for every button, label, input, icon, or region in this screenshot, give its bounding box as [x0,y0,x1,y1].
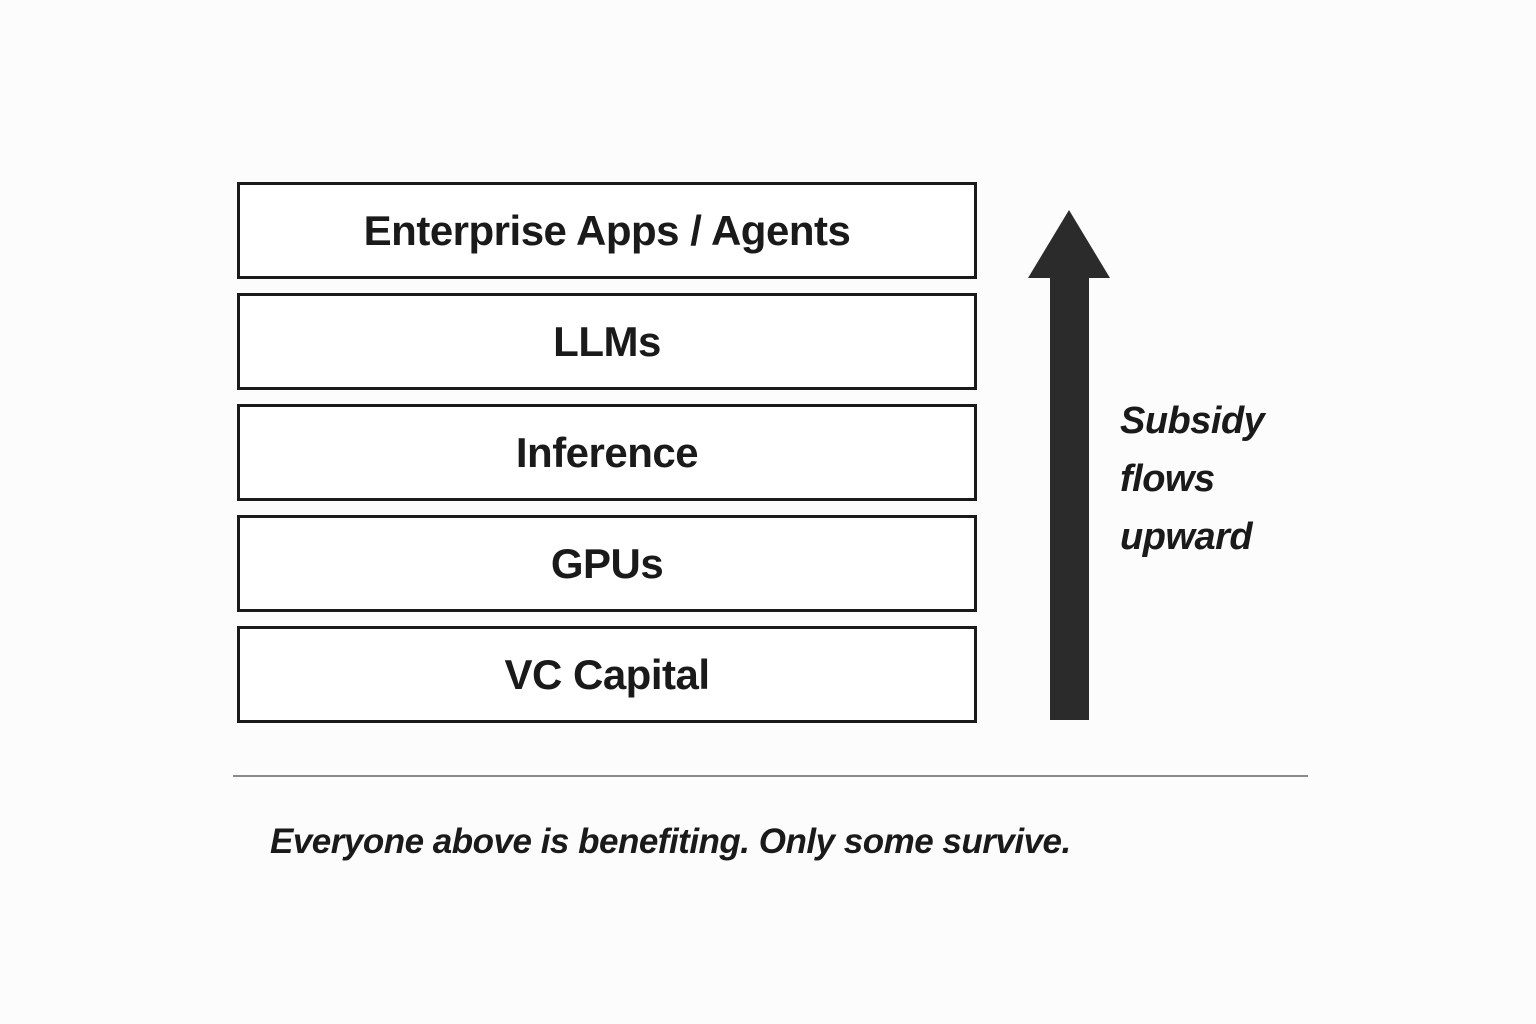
stack-layer-gpus: GPUs [237,515,977,612]
stack-layer-inference: Inference [237,404,977,501]
horizontal-divider [233,775,1308,777]
layer-stack: Enterprise Apps / Agents LLMs Inference … [237,182,977,723]
bottom-caption: Everyone above is benefiting. Only some … [270,822,1071,861]
stack-layer-enterprise-apps-agents: Enterprise Apps / Agents [237,182,977,279]
stack-layer-llms: LLMs [237,293,977,390]
upward-arrow-icon [1027,209,1111,721]
stack-layer-vc-capital: VC Capital [237,626,977,723]
layer-label: Inference [515,428,699,476]
layer-label: VC Capital [504,650,710,698]
layer-label: LLMs [553,317,661,365]
layer-label: GPUs [550,539,664,587]
upward-arrow-shape [1028,210,1110,720]
arrow-annotation: Subsidy flows upward [1120,400,1265,558]
layer-label: Enterprise Apps / Agents [363,206,851,254]
